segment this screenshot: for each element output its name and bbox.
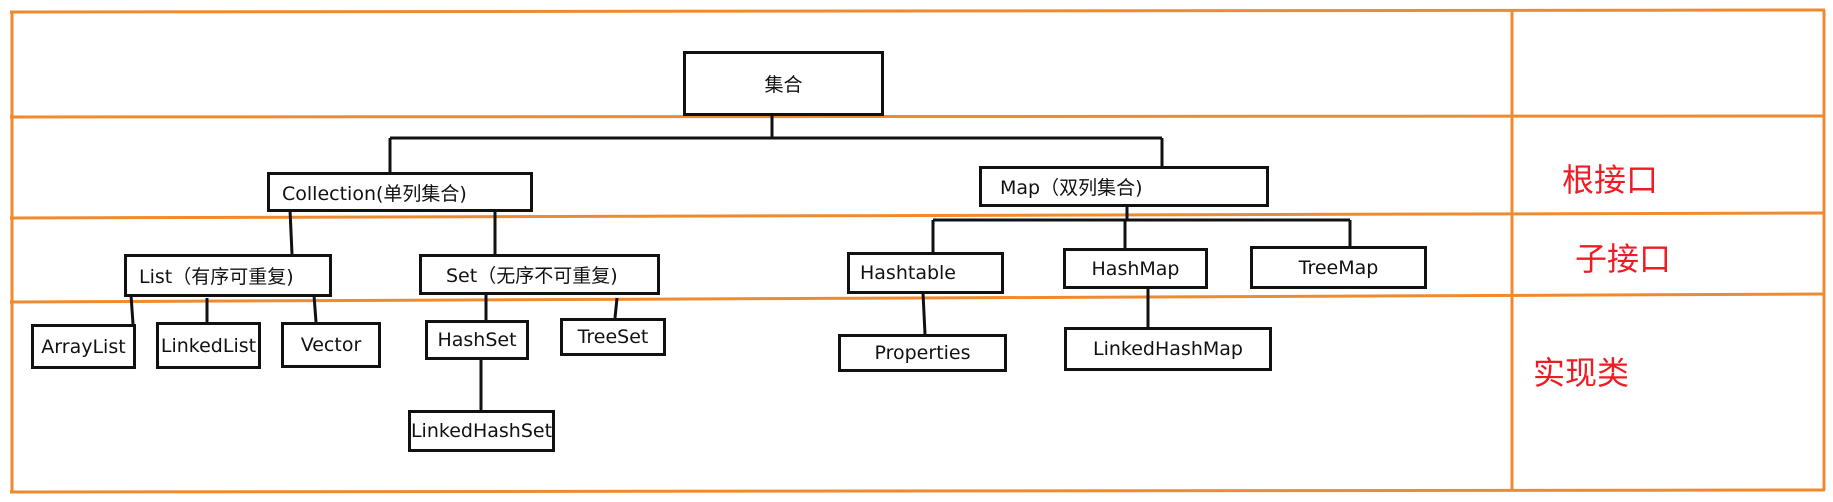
node-arraylist: ArrayList xyxy=(31,324,136,369)
connector-list-vector xyxy=(312,294,318,323)
node-set-interface: Set（无序不可重复) xyxy=(419,254,660,295)
grid-lines xyxy=(9,8,1826,494)
node-hashtable: Hashtable xyxy=(847,252,1004,294)
tier-label-root-interface: 根接口 xyxy=(1562,161,1659,199)
connector-hashtable-properties xyxy=(921,292,927,335)
node-treemap: TreeMap xyxy=(1250,246,1427,289)
node-hashset: HashSet xyxy=(425,320,529,360)
node-properties: Properties xyxy=(838,334,1007,372)
node-treeset: TreeSet xyxy=(560,318,666,356)
connector-list-arraylist xyxy=(129,294,135,325)
connector-set-treeset xyxy=(613,297,619,319)
grid-bottom-border xyxy=(9,488,1826,494)
node-linkedhashset: LinkedHashSet xyxy=(408,410,555,452)
node-linkedhashmap: LinkedHashMap xyxy=(1064,327,1272,371)
tier-label-sub-interface: 子接口 xyxy=(1575,240,1672,278)
grid-row-1 xyxy=(9,114,1826,119)
node-hashmap: HashMap xyxy=(1063,248,1208,289)
node-map-interface: Map（双列集合) xyxy=(979,166,1269,207)
node-collection-root: 集合 xyxy=(683,51,884,116)
tier-label-implementation: 实现类 xyxy=(1533,354,1630,392)
grid-row-2 xyxy=(9,211,1826,220)
grid-row-3 xyxy=(9,292,1826,304)
node-vector: Vector xyxy=(281,322,381,368)
node-collection-interface: Collection(单列集合) xyxy=(267,172,533,212)
connector-lines xyxy=(129,115,1352,410)
node-list-interface: List（有序可重复) xyxy=(124,254,332,297)
grid-top-border xyxy=(9,8,1826,14)
connector-collection-list xyxy=(288,209,294,255)
node-linkedlist: LinkedList xyxy=(156,322,261,369)
